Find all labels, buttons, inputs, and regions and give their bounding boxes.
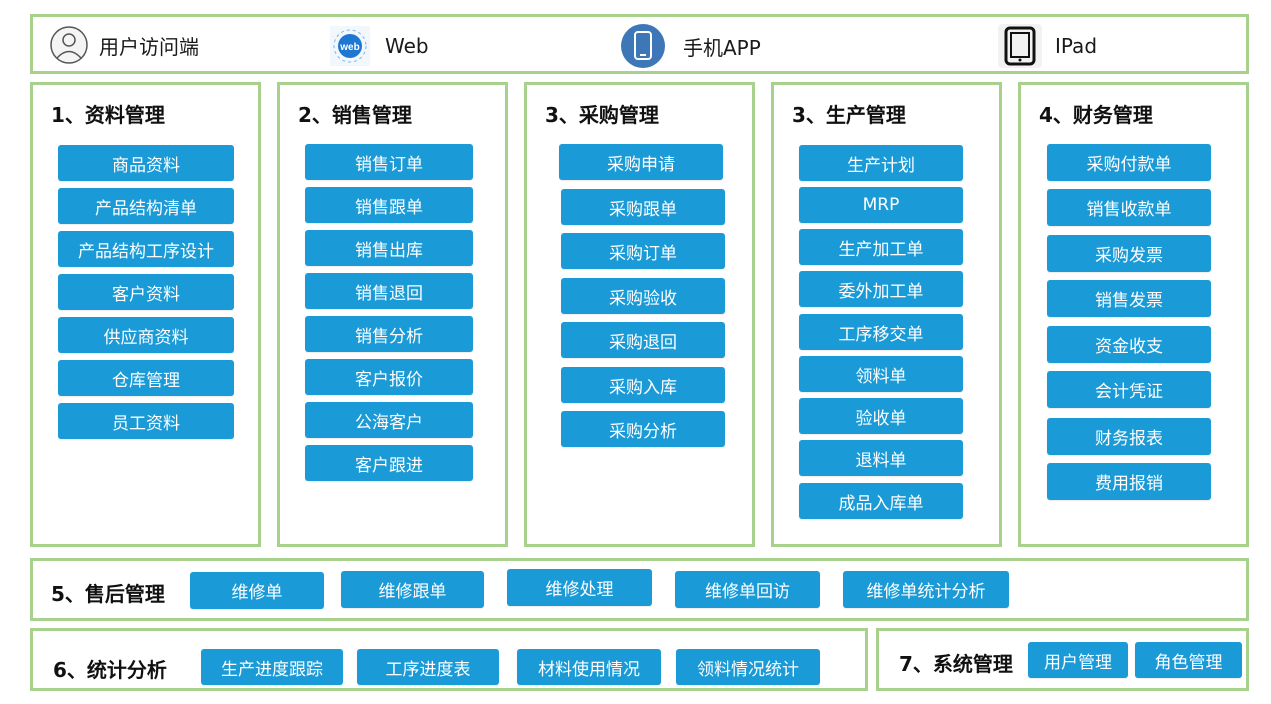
module-item[interactable]: 领料单 — [799, 356, 963, 392]
module-title: 6、统计分析 — [53, 658, 167, 682]
module-title: 2、销售管理 — [298, 103, 412, 127]
svg-text:web: web — [339, 42, 359, 53]
module-item[interactable]: 销售订单 — [305, 144, 473, 180]
aftersales-item[interactable]: 维修单回访 — [675, 571, 820, 608]
aftersales-item[interactable]: 维修跟单 — [341, 571, 484, 608]
module-item[interactable]: 退料单 — [799, 440, 963, 476]
module-item[interactable]: 客户跟进 — [305, 445, 473, 481]
module-item[interactable]: 产品结构工序设计 — [58, 231, 234, 267]
statistics-item[interactable]: 工序进度表 — [357, 649, 499, 685]
module-item[interactable]: 生产计划 — [799, 145, 963, 181]
module-item[interactable]: 采购订单 — [561, 233, 725, 269]
header-item-label: IPad — [1055, 34, 1098, 58]
module-item[interactable]: 工序移交单 — [799, 314, 963, 350]
header-item-user: 用户访问端 — [49, 25, 199, 65]
module-item[interactable]: 销售发票 — [1047, 280, 1211, 317]
module-item[interactable]: 销售退回 — [305, 273, 473, 309]
module-item[interactable]: 员工资料 — [58, 403, 234, 439]
module-item[interactable]: 销售分析 — [305, 316, 473, 352]
module-aftersales-management: 5、售后管理 维修单 维修跟单 维修处理 维修单回访 维修单统计分析 — [30, 558, 1249, 621]
module-item[interactable]: 费用报销 — [1047, 463, 1211, 500]
module-finance-management: 4、财务管理 采购付款单 销售收款单 采购发票 销售发票 资金收支 会计凭证 财… — [1018, 82, 1249, 547]
module-item[interactable]: 供应商资料 — [58, 317, 234, 353]
mobile-phone-icon — [621, 24, 665, 68]
module-item[interactable]: 销售跟单 — [305, 187, 473, 223]
module-item[interactable]: MRP — [799, 187, 963, 223]
statistics-item[interactable]: 生产进度跟踪 — [201, 649, 343, 685]
system-item[interactable]: 角色管理 — [1135, 642, 1242, 678]
module-production-management: 3、生产管理 生产计划 MRP 生产加工单 委外加工单 工序移交单 领料单 验收… — [771, 82, 1002, 547]
header-item-app: 手机APP — [619, 23, 761, 69]
module-item[interactable]: 资金收支 — [1047, 326, 1211, 363]
module-sales-management: 2、销售管理 销售订单 销售跟单 销售出库 销售退回 销售分析 客户报价 公海客… — [277, 82, 508, 547]
module-title: 1、资料管理 — [51, 103, 165, 127]
module-item[interactable]: 商品资料 — [58, 145, 234, 181]
module-item[interactable]: 采购验收 — [561, 278, 725, 314]
module-item[interactable]: 采购跟单 — [561, 189, 725, 225]
access-header-panel: 用户访问端 web Web 手机APP IPad — [30, 14, 1249, 74]
statistics-item[interactable]: 材料使用情况 — [517, 649, 661, 685]
module-item[interactable]: 采购付款单 — [1047, 144, 1211, 181]
module-statistics-analysis: 6、统计分析 生产进度跟踪 工序进度表 材料使用情况 领料情况统计 — [30, 628, 868, 691]
module-title: 3、生产管理 — [792, 103, 906, 127]
module-purchase-management: 3、采购管理 采购申请 采购跟单 采购订单 采购验收 采购退回 采购入库 采购分… — [524, 82, 755, 547]
module-item[interactable]: 采购分析 — [561, 411, 725, 447]
module-item[interactable]: 采购发票 — [1047, 235, 1211, 272]
aftersales-item[interactable]: 维修处理 — [507, 569, 652, 606]
module-item[interactable]: 采购申请 — [559, 144, 723, 180]
web-globe-icon: web — [330, 26, 370, 66]
module-item[interactable]: 销售出库 — [305, 230, 473, 266]
header-item-ipad: IPad — [997, 23, 1097, 69]
module-title: 5、售后管理 — [51, 582, 165, 606]
header-item-label: 用户访问端 — [99, 34, 199, 59]
module-title: 7、系统管理 — [899, 652, 1013, 676]
aftersales-item[interactable]: 维修单 — [190, 572, 324, 609]
module-item[interactable]: 财务报表 — [1047, 418, 1211, 455]
module-item[interactable]: 采购入库 — [561, 367, 725, 403]
user-avatar-icon — [50, 26, 88, 64]
tablet-icon — [998, 24, 1042, 68]
module-item[interactable]: 仓库管理 — [58, 360, 234, 396]
statistics-item[interactable]: 领料情况统计 — [676, 649, 820, 685]
module-data-management: 1、资料管理 商品资料 产品结构清单 产品结构工序设计 客户资料 供应商资料 仓… — [30, 82, 261, 547]
module-item[interactable]: 采购退回 — [561, 322, 725, 358]
module-item[interactable]: 会计凭证 — [1047, 371, 1211, 408]
module-title: 3、采购管理 — [545, 103, 659, 127]
module-system-management: 7、系统管理 用户管理 角色管理 — [876, 628, 1249, 691]
module-item[interactable]: 客户资料 — [58, 274, 234, 310]
module-title: 4、财务管理 — [1039, 103, 1153, 127]
module-item[interactable]: 委外加工单 — [799, 271, 963, 307]
header-item-label: Web — [385, 34, 429, 58]
header-item-web: web Web — [329, 25, 429, 67]
module-item[interactable]: 产品结构清单 — [58, 188, 234, 224]
module-item[interactable]: 验收单 — [799, 398, 963, 434]
module-item[interactable]: 销售收款单 — [1047, 189, 1211, 226]
system-item[interactable]: 用户管理 — [1028, 642, 1128, 678]
module-item[interactable]: 成品入库单 — [799, 483, 963, 519]
module-item[interactable]: 公海客户 — [305, 402, 473, 438]
header-item-label: 手机APP — [683, 35, 761, 60]
aftersales-item[interactable]: 维修单统计分析 — [843, 571, 1009, 608]
module-item[interactable]: 客户报价 — [305, 359, 473, 395]
module-item[interactable]: 生产加工单 — [799, 229, 963, 265]
